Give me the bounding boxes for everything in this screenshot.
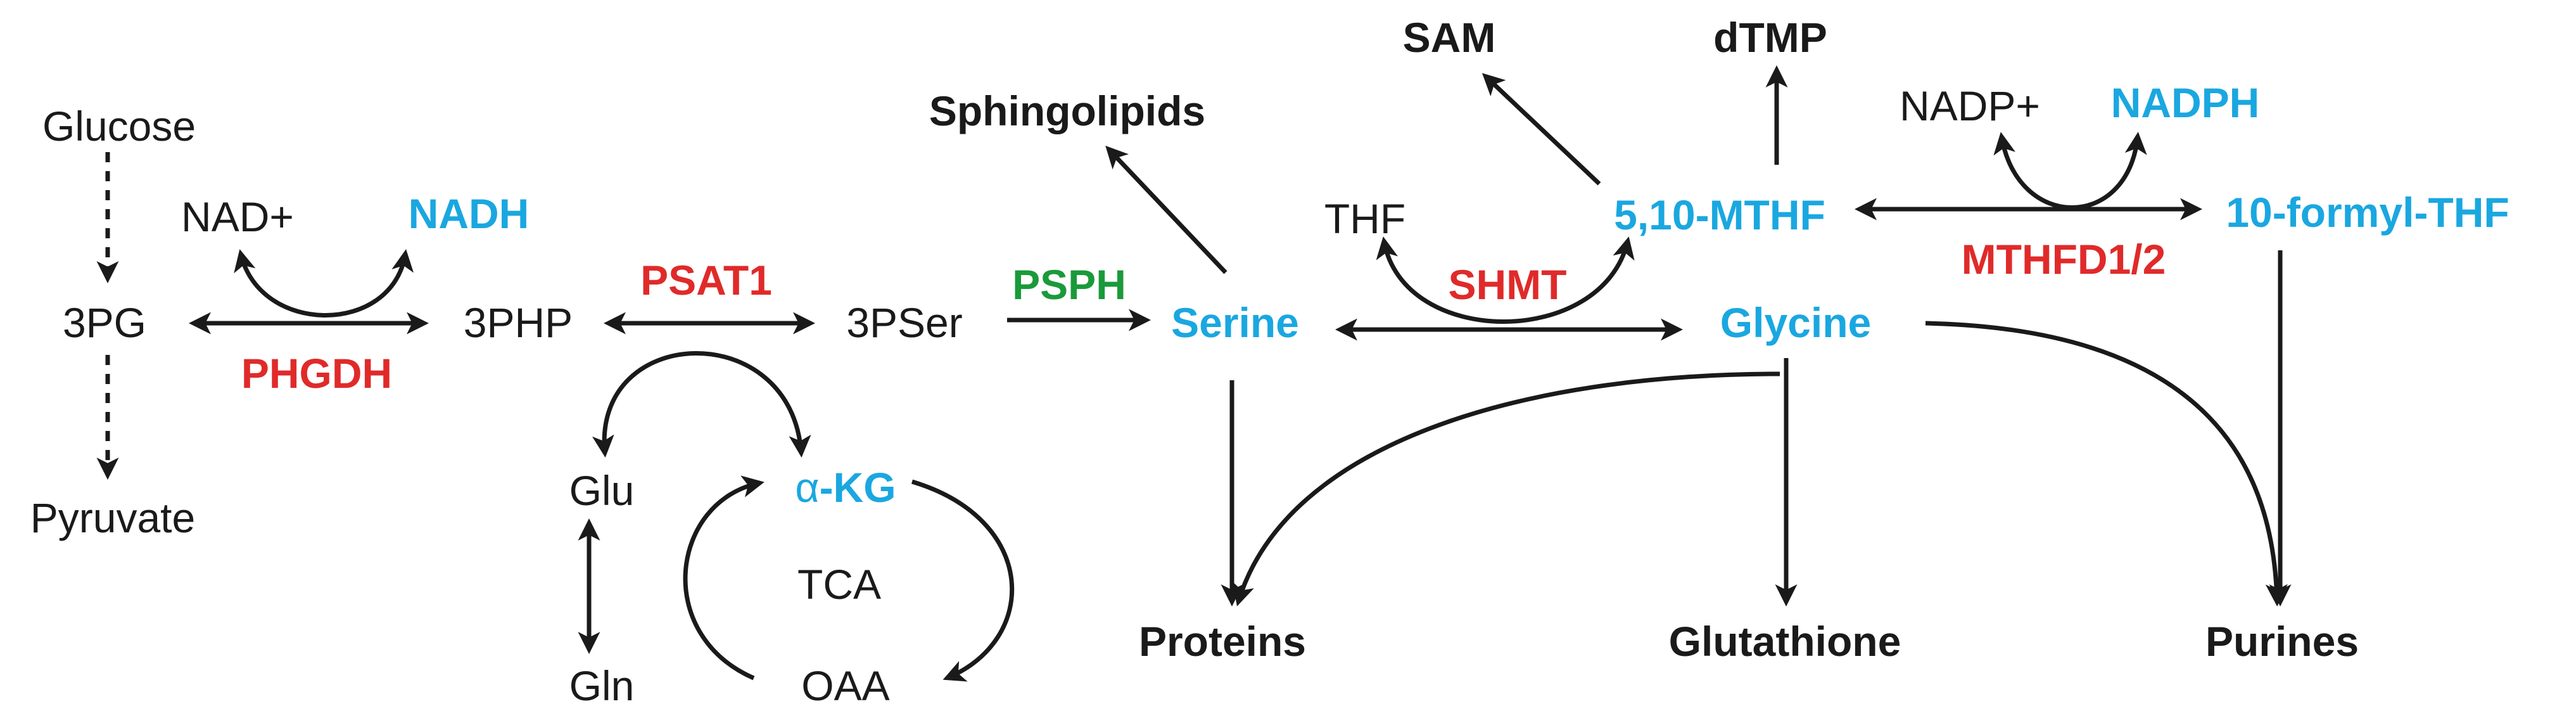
label-10-formyl-thf: 10-formyl-THF bbox=[2226, 189, 2509, 236]
mthf-to-sam-arrow bbox=[1482, 73, 1601, 186]
label-alpha-kg-suffix: -KG bbox=[820, 464, 896, 511]
enzyme-psph: PSPH bbox=[1012, 261, 1126, 308]
label-3php: 3PHP bbox=[464, 299, 573, 346]
label-alpha-kg-prefix: α bbox=[795, 464, 819, 511]
glycine-to-proteins-arc bbox=[1233, 371, 1780, 606]
thf-mthf-cofactor-arc bbox=[1376, 236, 1635, 324]
label-proteins: Proteins bbox=[1139, 618, 1306, 665]
enzyme-shmt: SHMT bbox=[1449, 261, 1567, 308]
label-tca: TCA bbox=[797, 561, 881, 608]
akg-to-oaa-tca-arc bbox=[911, 479, 1015, 682]
label-3pg: 3PG bbox=[63, 299, 146, 346]
label-gln: Gln bbox=[569, 662, 635, 709]
label-3pser: 3PSer bbox=[846, 299, 962, 346]
label-nadph: NADPH bbox=[2111, 79, 2260, 126]
nadp-nadph-cofactor-arc bbox=[1993, 132, 2147, 210]
glu-akg-arc bbox=[592, 351, 811, 458]
enzyme-phgdh: PHGDH bbox=[241, 350, 392, 397]
label-nadp: NADP+ bbox=[1900, 82, 2040, 129]
label-glycine: Glycine bbox=[1720, 299, 1871, 346]
glycine-to-purines-arc bbox=[1925, 321, 2288, 606]
serine-to-sphingolipids-arrow bbox=[1105, 145, 1228, 274]
label-glucose: Glucose bbox=[42, 103, 196, 150]
label-purines: Purines bbox=[2205, 618, 2359, 665]
nad-nadh-cofactor-arc bbox=[234, 249, 414, 318]
label-glu: Glu bbox=[569, 467, 635, 514]
label-5-10-mthf: 5,10-MTHF bbox=[1614, 191, 1825, 238]
label-pyruvate: Pyruvate bbox=[30, 494, 195, 541]
label-alpha-kg: α-KG bbox=[795, 464, 896, 511]
label-oaa: OAA bbox=[801, 662, 889, 709]
label-nad: NAD+ bbox=[181, 193, 294, 240]
label-dtmp: dTMP bbox=[1713, 14, 1827, 61]
label-sphingolipids: Sphingolipids bbox=[929, 87, 1205, 134]
enzyme-mthfd1-2: MTHFD1/2 bbox=[1962, 236, 2166, 283]
label-sam: SAM bbox=[1403, 14, 1496, 61]
label-glutathione: Glutathione bbox=[1669, 618, 1901, 665]
enzyme-psat1: PSAT1 bbox=[640, 257, 772, 304]
label-thf: THF bbox=[1324, 195, 1405, 242]
label-nadh: NADH bbox=[409, 190, 530, 237]
label-serine: Serine bbox=[1171, 299, 1299, 346]
oaa-to-akg-tca-arc bbox=[683, 475, 765, 681]
edges bbox=[96, 65, 2292, 682]
labels: Glucose 3PG Pyruvate NAD+ NADH PHGDH 3PH… bbox=[30, 14, 2509, 709]
